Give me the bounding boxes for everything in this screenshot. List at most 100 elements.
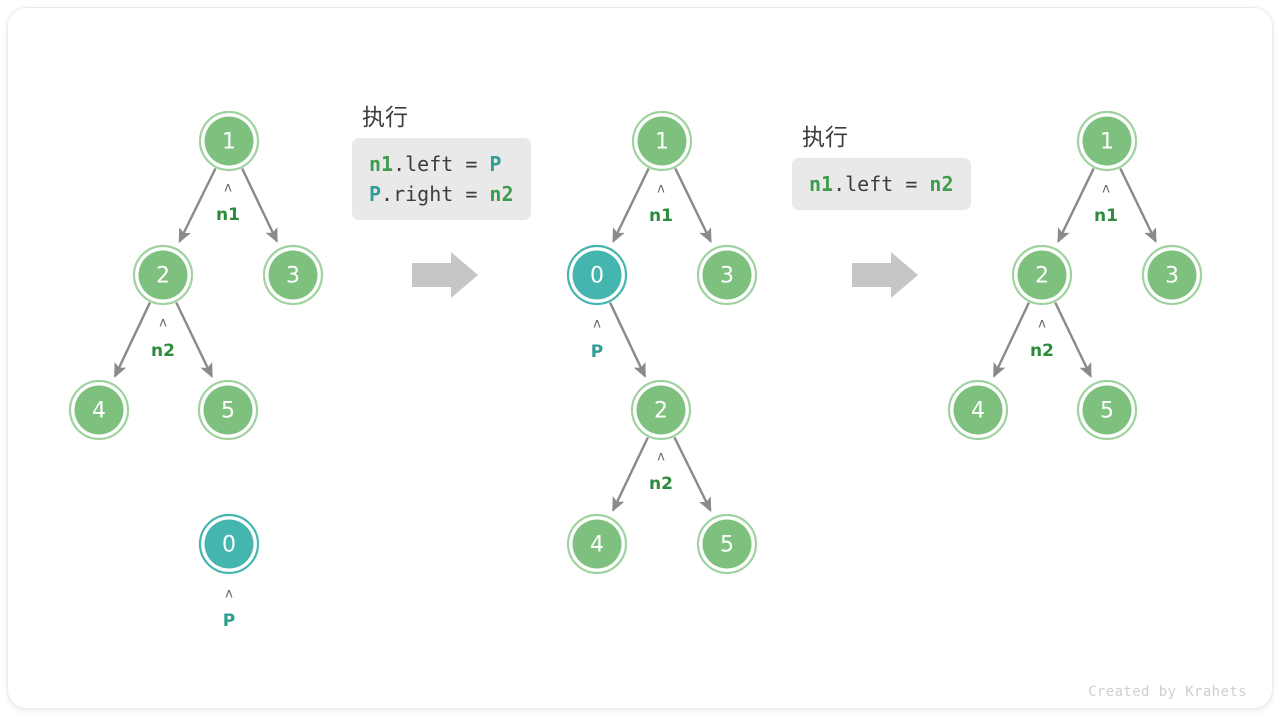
node-outer-ring (1076, 110, 1138, 172)
pointer-label: P (591, 342, 603, 362)
tree-node[interactable]: 1 (198, 110, 260, 172)
node-outer-ring (197, 379, 259, 441)
node-value: 4 (590, 533, 604, 558)
tree-edge (113, 302, 152, 378)
node-outer-ring (262, 244, 324, 306)
tree-node[interactable]: 1 (1076, 110, 1138, 172)
tree-edge (175, 301, 213, 378)
pointer-label-group: ʌn2 (649, 450, 673, 495)
pointer-label: P (223, 611, 235, 631)
flow-arrows-layer (412, 252, 918, 298)
code-line: n1.left = P (369, 149, 514, 179)
tree-node[interactable]: 0 (566, 244, 628, 306)
node-body (1082, 385, 1132, 435)
node-value: 3 (1165, 264, 1179, 289)
caret-icon: ʌ (657, 182, 665, 197)
pointer-label: n1 (1094, 206, 1118, 226)
node-outer-ring (198, 513, 260, 575)
node-outer-ring (566, 244, 628, 306)
tree-edges-layer (113, 167, 1157, 513)
tree-nodes-layer: 1 2 3 4 5 0 1 0 3 2 4 5 1 2 3 4 5 (68, 110, 1203, 575)
tree-node[interactable]: 5 (1076, 379, 1138, 441)
node-value: 2 (1035, 264, 1049, 289)
node-body (702, 519, 752, 569)
node-body (637, 116, 687, 166)
tree-node[interactable]: 2 (132, 244, 194, 306)
tree-node[interactable]: 3 (696, 244, 758, 306)
tree-edge (673, 436, 712, 513)
node-value: 3 (286, 264, 300, 289)
node-body (203, 385, 253, 435)
tree-edge (612, 167, 650, 243)
node-outer-ring (198, 110, 260, 172)
step2-code-box: n1.left = P P.right = n2 (352, 138, 531, 220)
pointer-label-group: ʌn2 (151, 316, 175, 362)
node-body (1082, 116, 1132, 166)
node-value: 5 (1100, 399, 1114, 424)
tree-node[interactable]: 3 (1141, 244, 1203, 306)
code-token: P (369, 182, 382, 206)
code-token: n2 (489, 182, 514, 206)
node-value: 2 (156, 264, 170, 289)
node-outer-ring (947, 379, 1009, 441)
caret-icon: ʌ (1038, 317, 1046, 332)
node-body (572, 519, 622, 569)
tree-node[interactable]: 4 (68, 379, 130, 441)
tree-edge (241, 168, 278, 243)
pointer-label: n2 (1030, 341, 1054, 361)
code-token: .left = (393, 152, 490, 176)
caret-icon: ʌ (225, 587, 233, 602)
code-token: .right = (381, 182, 490, 206)
node-body (572, 250, 622, 300)
credit-text: Created by Krahets (1088, 684, 1247, 700)
code-token: .left = (833, 172, 930, 196)
tree-node[interactable]: 5 (197, 379, 259, 441)
tree-node[interactable]: 3 (262, 244, 324, 306)
caret-icon: ʌ (1102, 182, 1110, 197)
node-outer-ring (696, 513, 758, 575)
tree-node[interactable]: 4 (947, 379, 1009, 441)
node-outer-ring (631, 110, 693, 172)
tree-edge (1119, 167, 1157, 243)
tree-edge (608, 302, 647, 378)
step3-code-box: n1.left = n2 (792, 158, 971, 210)
pointer-label-group: ʌn1 (216, 181, 240, 226)
tree-edge (992, 302, 1031, 378)
code-token: n1 (369, 152, 394, 176)
node-value: 2 (654, 399, 668, 424)
node-body (953, 385, 1003, 435)
node-outer-ring (68, 379, 130, 441)
pointer-label-group: ʌP (591, 317, 603, 363)
tree-node[interactable]: 1 (631, 110, 693, 172)
tree-node[interactable]: 5 (696, 513, 758, 575)
tree-node[interactable]: 0 (198, 513, 260, 575)
node-value: 1 (222, 130, 236, 155)
node-body (702, 250, 752, 300)
node-value: 1 (655, 130, 669, 155)
pointer-label-group: ʌ n2 (1030, 317, 1054, 362)
node-body (204, 116, 254, 166)
node-value: 1 (1100, 130, 1114, 155)
node-body (1017, 250, 1067, 300)
pointer-label-group: ʌP (223, 587, 235, 632)
node-value: 3 (720, 264, 734, 289)
node-body (204, 519, 254, 569)
node-outer-ring (566, 513, 628, 575)
tree-edge (1054, 301, 1092, 378)
pointer-label: n2 (151, 341, 175, 361)
tree-node[interactable]: 2 (1011, 244, 1073, 306)
flow-arrow-1 (412, 252, 478, 298)
node-body (74, 385, 124, 435)
node-value: 4 (92, 399, 106, 424)
tree-node[interactable]: 2 (630, 379, 692, 441)
pointer-label-group: ʌ n1 (1094, 182, 1118, 227)
node-value: 5 (221, 399, 235, 424)
tree-node[interactable]: 4 (566, 513, 628, 575)
code-token: n1 (809, 172, 834, 196)
pointer-label-group: ʌn1 (649, 182, 673, 227)
node-value: 0 (222, 533, 236, 558)
flow-arrow-2 (852, 252, 918, 298)
